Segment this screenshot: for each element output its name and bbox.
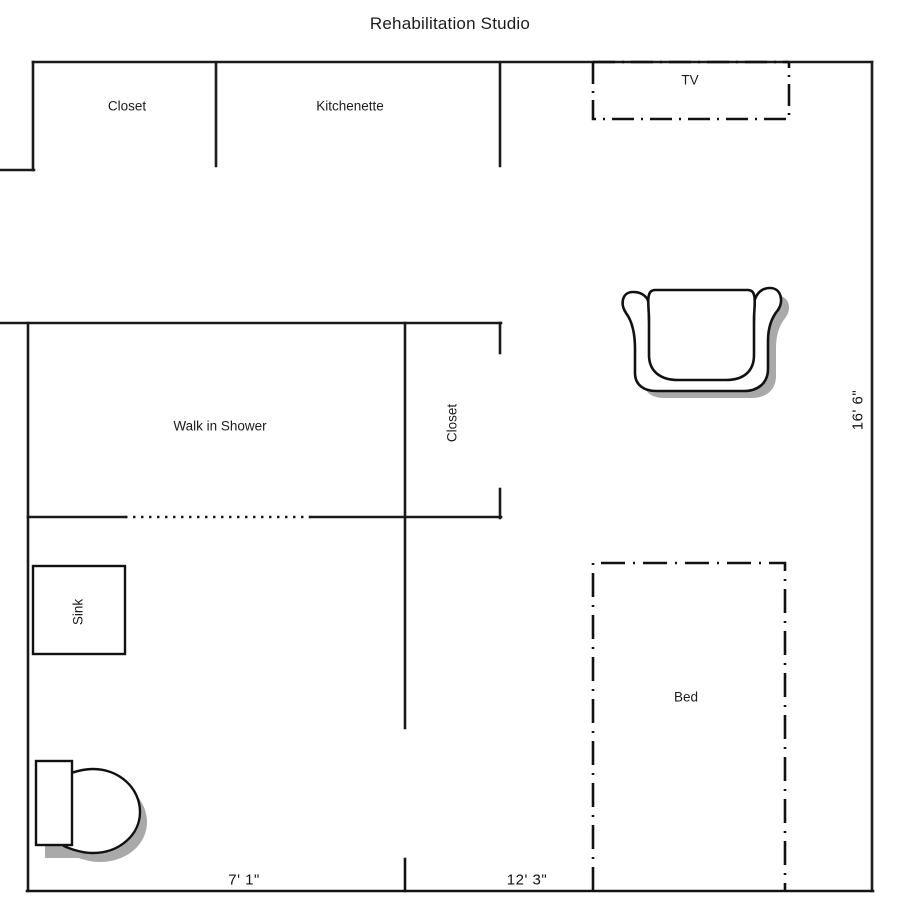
dimension-right-side: 16' 6"	[849, 389, 867, 431]
bed-box	[591, 561, 787, 891]
armchair-seat	[646, 288, 757, 382]
furniture-dashdot	[591, 60, 791, 891]
sink-box	[31, 564, 127, 656]
toilet-tank	[34, 759, 74, 847]
toilet-fixture	[34, 759, 142, 855]
dimension-bottom-right: 12' 3"	[506, 871, 548, 889]
dimension-bottom-left: 7' 1"	[228, 871, 260, 889]
page-title: Rehabilitation Studio	[369, 14, 531, 33]
walls-solid	[0, 60, 875, 893]
armchair-furniture	[621, 286, 783, 393]
tv-box	[591, 62, 791, 121]
dimension-lines	[28, 859, 872, 892]
sink-fixture	[31, 564, 127, 656]
toilet-bowl	[62, 767, 142, 855]
